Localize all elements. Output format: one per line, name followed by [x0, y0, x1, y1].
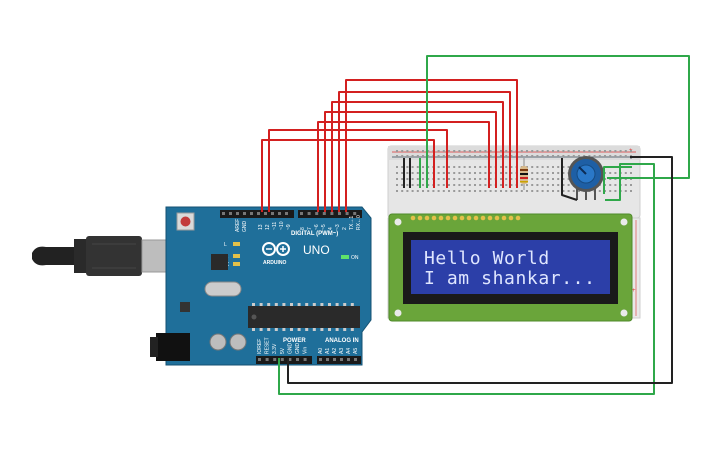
analog-pin-label: A3	[339, 348, 345, 354]
power-pin-label: GND	[287, 343, 293, 355]
l-led-label: L	[224, 242, 227, 248]
on-led-label: ON	[351, 255, 359, 261]
digital-pin-label: ~9	[286, 224, 292, 230]
wire-pot-vcc	[603, 166, 632, 194]
arduino-logo-icon	[262, 242, 290, 256]
power-pin-label: 3.3V	[272, 343, 278, 354]
analog-pin-label: A0	[318, 348, 324, 354]
atmega-chip-pins	[252, 303, 354, 331]
digital-pin-label: 13	[258, 224, 264, 230]
digital-pin-label: ~3	[335, 224, 341, 230]
potentiometer[interactable]	[568, 156, 604, 200]
digital-pin-label: ~11	[272, 222, 278, 230]
digital-pin-label: ~5	[321, 224, 327, 230]
digital-pin-label: 4	[328, 227, 334, 230]
breadboard-minus-label: -	[630, 156, 632, 162]
lcd-line-2: I am shankar...	[424, 268, 596, 289]
lcd-module: Hello World I am shankar...	[388, 213, 633, 322]
analog-pin-label: A2	[332, 348, 338, 354]
wire-5v	[278, 163, 655, 395]
wire-d12	[261, 139, 435, 212]
wire-d4	[324, 111, 497, 212]
analog-in-label: ANALOG IN	[325, 338, 359, 344]
power-pin-label: IOREF	[257, 339, 263, 354]
wire-rs	[345, 79, 518, 212]
analog-pin-label: A5	[353, 348, 359, 354]
wire-v0	[426, 55, 690, 188]
usb-cable	[32, 236, 183, 276]
breadboard-plus-label-bottom: +	[632, 288, 636, 294]
resistor	[520, 158, 528, 190]
digital-pin-label: 12	[265, 224, 271, 230]
analog-pin-label: A4	[346, 348, 352, 354]
lcd-header-pins	[410, 215, 521, 221]
digital-pin-label: 8	[300, 227, 306, 230]
power-pin-label: Vin	[303, 347, 309, 354]
wire-d11	[268, 129, 448, 212]
arduino-brand: ARDUINO	[263, 260, 286, 266]
digital-pin-label: 2	[342, 227, 348, 230]
power-pin-label: GND	[295, 343, 301, 355]
wires	[261, 55, 690, 395]
breadboard-holes	[396, 150, 632, 192]
digital-pin-label: 7	[307, 227, 313, 230]
board-model: UNO	[303, 243, 330, 257]
gnd-label: GND	[242, 221, 248, 233]
digital-pin-label: RX←0	[356, 215, 362, 230]
wire-d2	[338, 91, 511, 212]
wire-gnd-main	[287, 156, 673, 384]
digital-pin-label: ~10	[279, 221, 285, 230]
wire-d3	[331, 101, 504, 212]
wire-d5	[317, 121, 490, 212]
power-label: POWER	[283, 338, 306, 344]
wire-pot-gnd	[561, 158, 578, 201]
digital-pin-label: TX→1	[349, 216, 355, 230]
power-pin-label: RESET	[265, 337, 271, 354]
digital-pin-label: ~6	[314, 224, 320, 230]
analog-pin-label: A1	[325, 348, 331, 354]
aref-label: AREF	[235, 219, 241, 232]
lcd-line-1: Hello World	[424, 248, 550, 269]
power-pin-label: 5V	[280, 347, 286, 354]
digital-label: DIGITAL (PWM~)	[291, 231, 338, 237]
